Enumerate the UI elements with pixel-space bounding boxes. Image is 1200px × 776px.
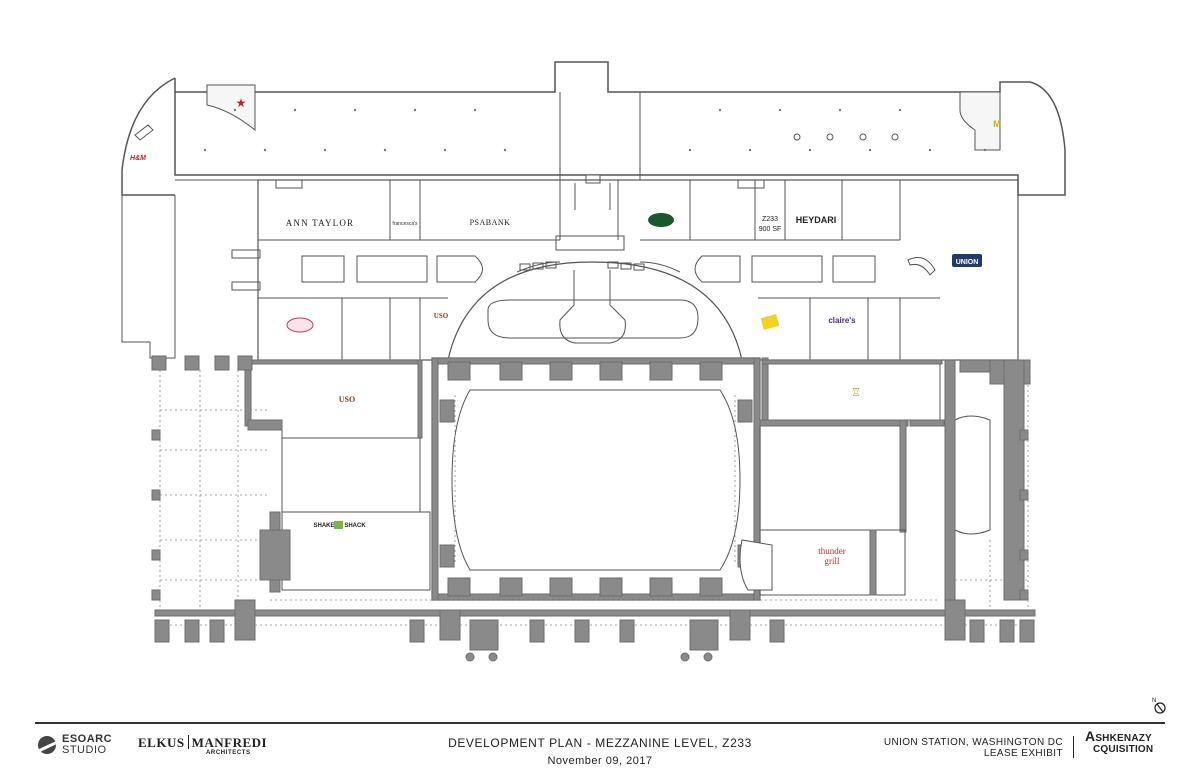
gold-tenant-icon: ♖: [851, 387, 861, 399]
stair-steps: [519, 261, 645, 271]
z233-label: Z233: [762, 216, 778, 223]
elkus-sub: ARCHITECTS: [206, 750, 251, 756]
uso-label-north: USO: [434, 312, 449, 320]
hm-logo: H&M: [130, 155, 146, 162]
thunder-grill-line2: grill: [825, 556, 840, 566]
star-logo-icon: ★: [236, 96, 247, 110]
north-concourse: [121, 61, 1066, 210]
esoarc-logo-icon: [38, 736, 56, 754]
project-location: UNION STATION, WASHINGTON DC LEASE EXHIB…: [884, 737, 1063, 759]
uso-label-south: USO: [339, 395, 355, 404]
esoarc-sub: STUDIO: [62, 744, 107, 756]
north-label: N: [1152, 698, 1156, 704]
mezzanine-shops: [231, 179, 1019, 361]
green-tenant-badge: [648, 213, 674, 227]
column-dots: [203, 108, 987, 152]
psa-bank-label: PSABANK: [470, 218, 511, 227]
title-divider: [1073, 736, 1074, 758]
pink-tenant-badge: [286, 317, 314, 333]
ashkenazy-line1: SHKENAZY: [1095, 733, 1152, 744]
shake-shack-icon: [334, 521, 343, 529]
shake-shack-left: SHAKE: [313, 523, 334, 529]
manfredi-name: MANFREDI: [191, 735, 268, 750]
ashkenazy-logo: ASHKENAZY CQUISITION: [1085, 728, 1154, 755]
claires-label: claire's: [828, 316, 856, 325]
title-block: [0, 720, 1200, 776]
drawing-date: November 09, 2017: [547, 755, 653, 767]
ann-taylor-label: ANN TAYLOR: [286, 218, 355, 228]
dashed-arcade: [159, 370, 1035, 626]
thunder-grill-line1: thunder: [818, 546, 846, 556]
union-label: UNION: [956, 259, 979, 266]
shake-shack-right: SHACK: [344, 523, 366, 529]
elkus-name: ELKUS: [138, 735, 185, 750]
mcdonalds-logo: M: [993, 119, 1001, 129]
francescas-label: francesca's: [392, 221, 418, 227]
tenant-labels: H&M ★ M ANN TAYLOR francesca's PSABANK Z…: [130, 96, 1001, 566]
title-block-rule: [35, 722, 1165, 724]
union-badge: [952, 254, 982, 267]
main-hall: [151, 355, 1036, 662]
west-corridor: [121, 195, 176, 359]
yellow-tenant-badge: [760, 314, 780, 330]
compass-north-icon: N: [1152, 698, 1166, 714]
ashkenazy-initial: A: [1085, 728, 1096, 744]
drawing-title: DEVELOPMENT PLAN - MEZZANINE LEVEL, Z233: [448, 736, 752, 750]
ashkenazy-line2: CQUISITION: [1093, 744, 1154, 755]
elkus-manfredi-logo: ELKUS MANFREDI ARCHITECTS: [138, 734, 268, 756]
z233-area-label: 900 SF: [759, 226, 782, 233]
esoarc-logo: ESOARC STUDIO: [38, 734, 112, 756]
heydari-label: HEYDARI: [796, 215, 837, 225]
location-line2: LEASE EXHIBIT: [983, 748, 1063, 759]
location-line1: UNION STATION, WASHINGTON DC: [883, 737, 1063, 748]
esoarc-name: ESOARC: [62, 733, 113, 745]
